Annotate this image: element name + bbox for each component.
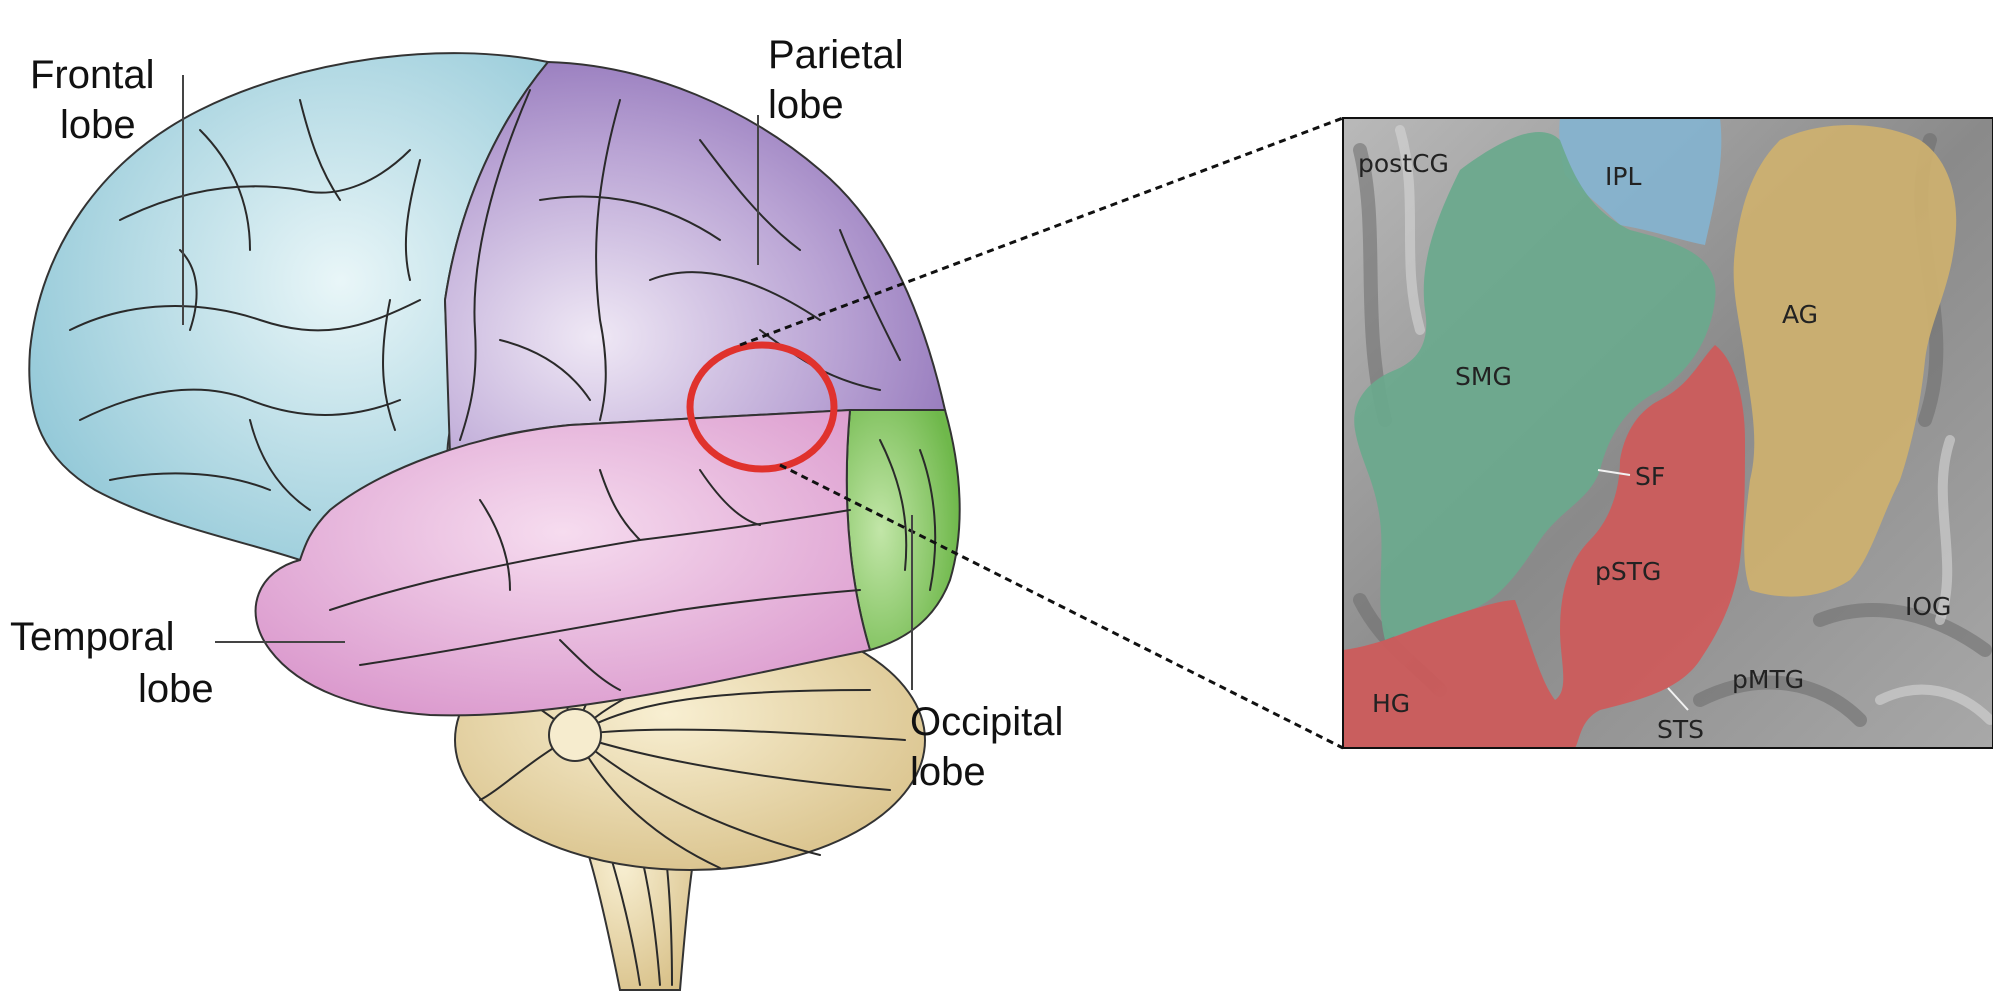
label-postcg: postCG	[1358, 149, 1449, 178]
label-ag: AG	[1782, 300, 1818, 329]
parietal-lobe	[445, 62, 945, 455]
label-pmtg: pMTG	[1732, 665, 1804, 694]
cerebellum-center	[549, 709, 601, 761]
frontal-lobe-label: Frontal	[30, 53, 155, 97]
occipital-lobe	[847, 410, 960, 650]
brain	[29, 53, 959, 990]
frontal-lobe-label-line2: lobe	[60, 103, 136, 147]
parietal-lobe-label: Parietal	[768, 33, 904, 77]
label-ipl: IPL	[1605, 162, 1641, 191]
occipital-lobe-label-line2: lobe	[910, 750, 986, 794]
label-iog: IOG	[1905, 592, 1951, 621]
label-sf: SF	[1635, 462, 1665, 491]
label-hg: HG	[1372, 689, 1410, 718]
label-sts: STS	[1657, 715, 1704, 744]
label-smg: SMG	[1455, 362, 1512, 391]
temporal-lobe-label-line2: lobe	[138, 667, 214, 711]
label-pstg: pSTG	[1595, 557, 1661, 586]
temporal-lobe-label: Temporal	[10, 615, 175, 659]
parietal-lobe-label-line2: lobe	[768, 83, 844, 127]
occipital-lobe-label: Occipital	[910, 700, 1063, 744]
inset-panel: postCG IPL SMG AG SF pSTG IOG HG pMTG ST…	[1343, 118, 1993, 748]
